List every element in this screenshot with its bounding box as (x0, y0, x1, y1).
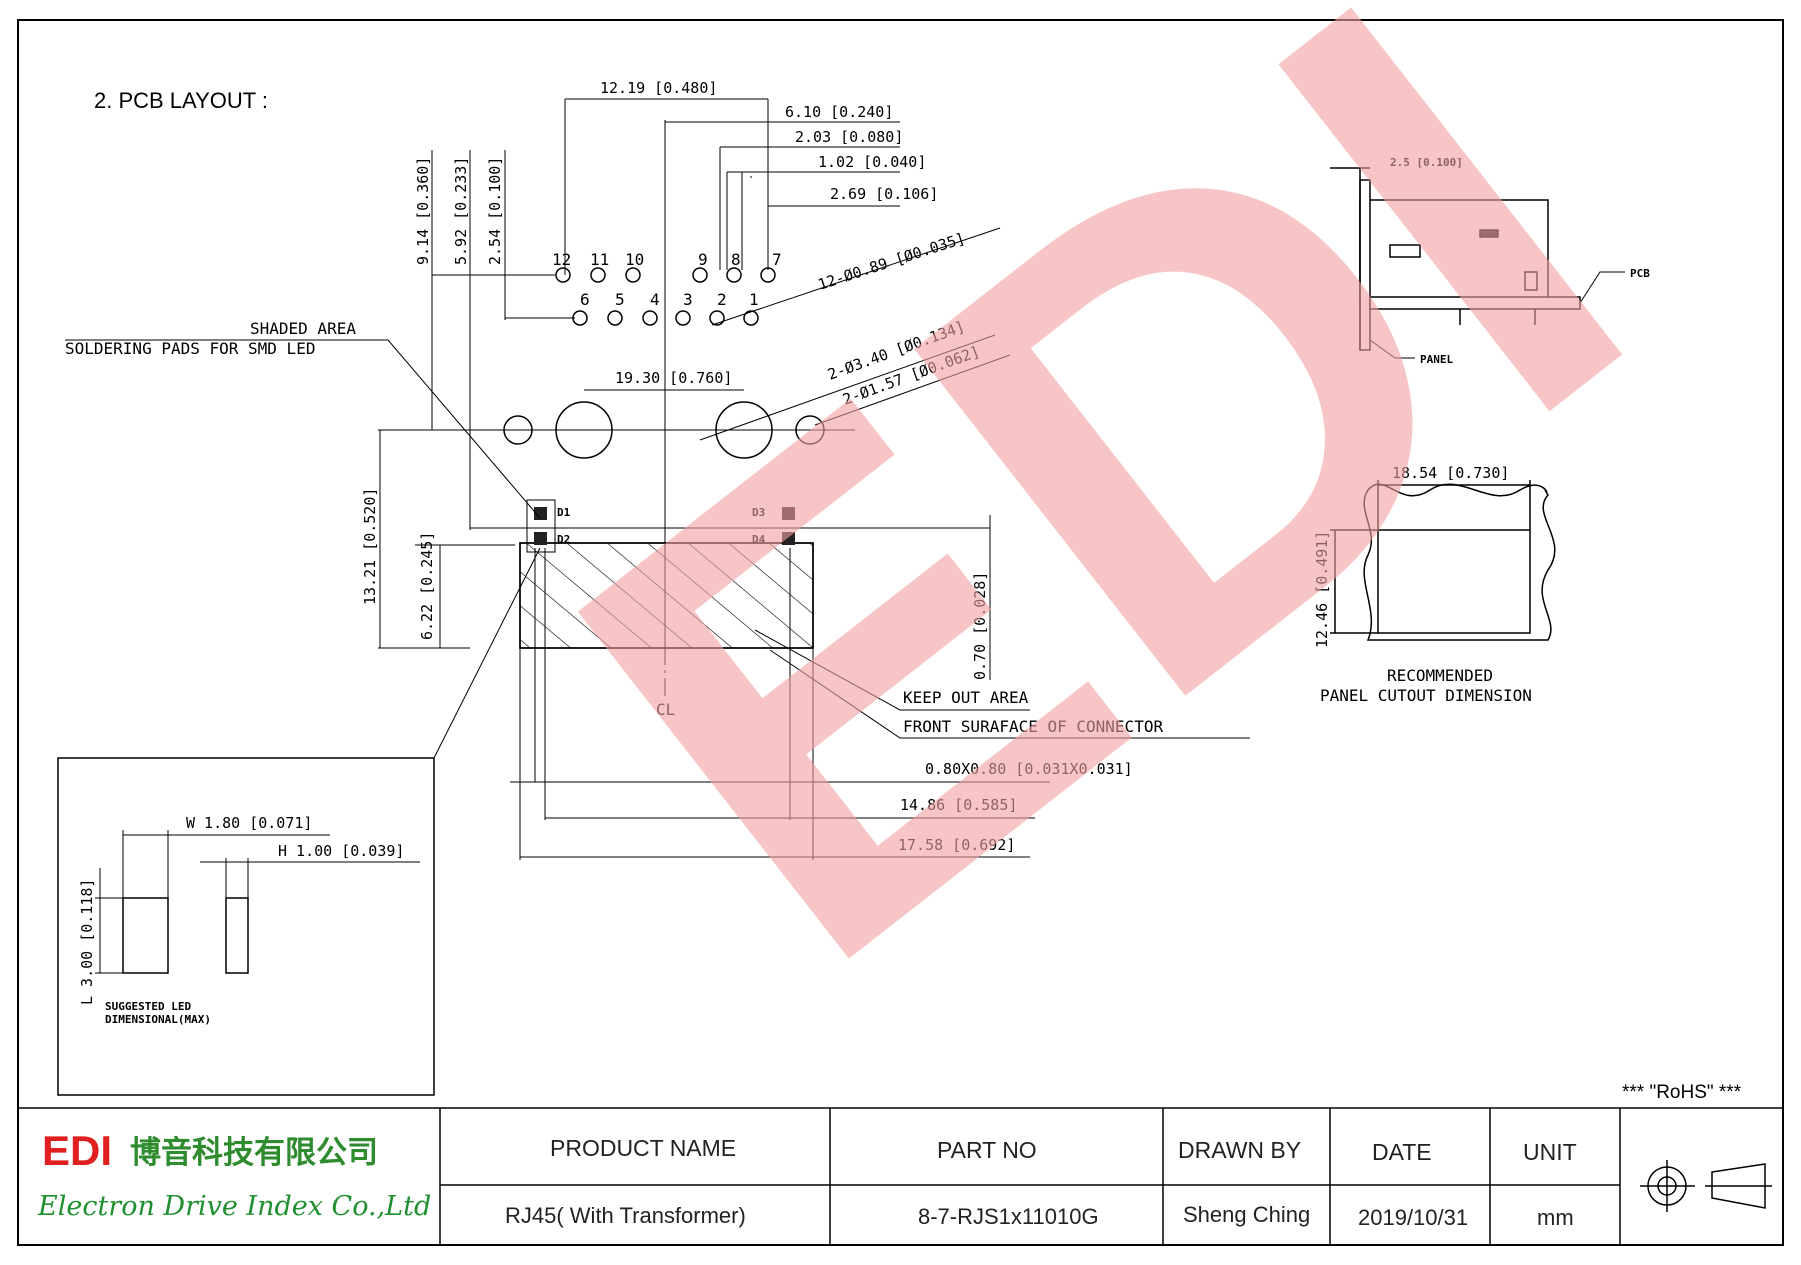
note-front-surface: FRONT SURAFACE OF CONNECTOR (903, 717, 1163, 736)
led-label-d3: D3 (752, 506, 765, 519)
val-drawn-by: Sheng Ching (1183, 1202, 1310, 1227)
centerline-label: CL (656, 700, 675, 719)
note-soldering-pads: SOLDERING PADS FOR SMD LED (65, 339, 315, 358)
rohs-note: *** "RoHS" *** (1622, 1082, 1742, 1103)
svg-text:4: 4 (650, 290, 660, 309)
note-recommended-2: PANEL CUTOUT DIMENSION (1320, 686, 1532, 705)
hdr-part-no: PART NO (937, 1137, 1037, 1163)
svg-text:8: 8 (731, 250, 741, 269)
dim-boss-spacing: 19.30 [0.760] (615, 369, 732, 387)
shaded-leader (65, 339, 541, 519)
dim-6-10: 6.10 [0.240] (785, 103, 893, 121)
led-label-d1: D1 (557, 506, 571, 519)
pin-labels-top: 12 11 10 9 8 7 (552, 250, 782, 269)
projection-symbol-icon (1640, 1160, 1772, 1212)
svg-text:5: 5 (615, 290, 625, 309)
note-keep-out: KEEP OUT AREA (903, 688, 1029, 707)
title-block (17, 1107, 1784, 1246)
led-label-d4: D4 (752, 533, 766, 546)
led-label-d2: D2 (557, 533, 570, 546)
dim-pad-size: 0.80X0.80 [0.031X0.031] (925, 760, 1133, 778)
svg-text:10: 10 (625, 250, 644, 269)
led-pads (534, 507, 795, 545)
svg-text:1: 1 (749, 290, 759, 309)
hdr-drawn-by: DRAWN BY (1178, 1137, 1301, 1163)
panel-leader (1369, 339, 1415, 359)
hdr-unit: UNIT (1523, 1139, 1577, 1165)
led-pad-outline (526, 499, 556, 553)
led-hole-leader (814, 354, 1011, 426)
svg-text:7: 7 (772, 250, 782, 269)
val-unit: mm (1537, 1205, 1574, 1230)
led-inset (57, 757, 435, 1096)
svg-text:3: 3 (683, 290, 693, 309)
boss-leader (699, 334, 996, 441)
pin-labels-bottom: 6 5 4 3 2 1 (580, 290, 759, 309)
svg-text:9: 9 (698, 250, 708, 269)
inset-leader (433, 547, 541, 759)
dim-side-2-5: 2.5 [0.100] (1390, 156, 1463, 169)
dim-9-14: 9.14 [0.360] (414, 157, 432, 265)
dim-cutout-height: 12.46 [0.491] (1313, 531, 1331, 648)
dim-14-86: 14.86 [0.585] (900, 796, 1017, 814)
note-pcb: PCB (1630, 267, 1650, 280)
bottom-dimensions (510, 545, 1050, 860)
panel-cutout (1330, 480, 1556, 641)
led-note-1: SUGGESTED LED (105, 1000, 191, 1013)
dim-top-width: 12.19 [0.480] (600, 79, 717, 97)
dim-2-69: 2.69 [0.106] (830, 185, 938, 203)
company-cn: 博音科技有限公司 (130, 1135, 378, 1171)
pin-holes (555, 267, 776, 326)
led-note-2: DIMENSIONAL(MAX) (105, 1013, 211, 1026)
keep-out-leader (754, 629, 1030, 711)
dim-17-58: 17.58 [0.692] (898, 836, 1015, 854)
note-panel: PANEL (1420, 353, 1453, 366)
dim-2-03: 2.03 [0.080] (795, 128, 903, 146)
led-width: W 1.80 [0.071] (186, 814, 312, 832)
dim-0-70: 0.70 [0.028] (971, 572, 989, 680)
edi-watermark: EDI (459, 0, 1740, 1092)
dim-2-54: 2.54 [0.100] (486, 157, 504, 265)
dim-1-02: 1.02 [0.040] (818, 153, 926, 171)
led-length: L 3.00 [0.118] (78, 879, 96, 1005)
svg-text:2: 2 (717, 290, 727, 309)
dim-6-22: 6.22 [0.245] (418, 532, 436, 640)
val-part-no: 8-7-RJS1x11010G (918, 1204, 1099, 1229)
svg-text:12: 12 (552, 250, 571, 269)
logo-edi: EDI (42, 1127, 112, 1174)
val-date: 2019/10/31 (1358, 1205, 1468, 1230)
dim-13-21: 13.21 [0.520] (361, 488, 379, 605)
svg-text:11: 11 (590, 250, 609, 269)
company-en: Electron Drive Index Co.,Ltd (37, 1191, 431, 1222)
pcb-leader (1579, 271, 1625, 304)
note-recommended-1: RECOMMENDED (1387, 666, 1493, 685)
hdr-product-name: PRODUCT NAME (550, 1135, 736, 1161)
hdr-date: DATE (1372, 1139, 1432, 1165)
left-vertical-dimensions (378, 150, 990, 649)
pin-leader (711, 227, 1001, 326)
mounting-holes (503, 401, 825, 459)
svg-text:6: 6 (580, 290, 590, 309)
dim-cutout-width: 18.54 [0.730] (1392, 464, 1509, 482)
section-title: 2. PCB LAYOUT : (94, 88, 268, 113)
note-shaded-area: SHADED AREA (250, 319, 356, 338)
val-product-name: RJ45( With Transformer) (505, 1203, 746, 1228)
led-height: H 1.00 [0.039] (278, 842, 404, 860)
dim-5-92: 5.92 [0.233] (452, 157, 470, 265)
